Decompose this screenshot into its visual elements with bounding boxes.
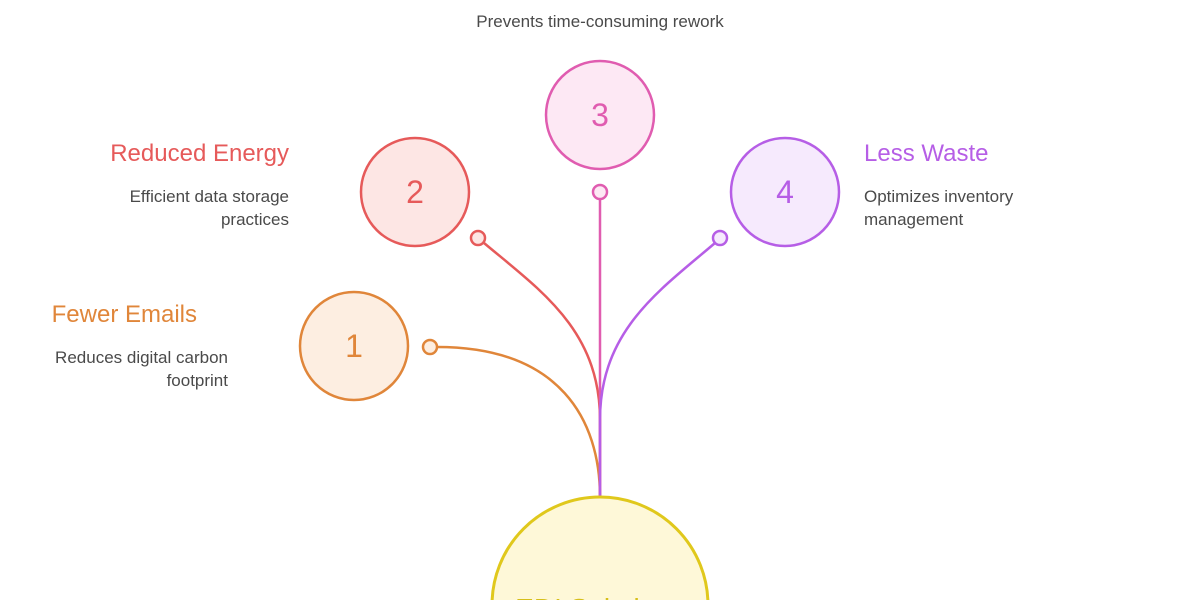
connector-endpoint-2	[469, 229, 487, 247]
node-circle-1	[298, 290, 410, 402]
node-1: 1	[298, 290, 410, 402]
item-1-description-line-2: footprint	[166, 371, 228, 390]
connector-1	[436, 345, 602, 498]
connector-4	[598, 242, 716, 497]
node-number-1: 1	[345, 328, 363, 364]
item-2-description: Efficient data storage practices	[69, 185, 289, 231]
item-3-description: Prevents time-consuming rework	[0, 12, 1200, 32]
item-1-description: Reduces digital carbon footprint	[8, 346, 228, 392]
item-1-description-line-1: Reduces digital carbon	[55, 348, 228, 367]
node-3: 3	[544, 59, 656, 171]
node-2: 2	[359, 136, 471, 248]
node-4: 4	[729, 136, 841, 248]
connector-endpoint-3	[591, 183, 609, 201]
item-4-description: Optimizes inventory management	[864, 185, 1084, 231]
item-4-description-line-2: management	[864, 210, 964, 229]
node-circle-2	[359, 136, 471, 248]
root-node-circle	[490, 495, 710, 600]
item-3-description-line-1: Prevents time-consuming rework	[476, 12, 724, 31]
item-1-title: Fewer Emails	[51, 301, 197, 328]
item-4-description-line-1: Optimizes inventory	[864, 187, 1014, 206]
connector-endpoint-1	[421, 338, 439, 356]
node-circle-4	[729, 136, 841, 248]
item-2-description-line-1: Efficient data storage	[129, 187, 289, 206]
root-node-label: EDI Solutions	[515, 593, 685, 600]
item-4-title: Less Waste	[864, 140, 989, 167]
connector-endpoint-4	[711, 229, 729, 247]
node-circle-3	[544, 59, 656, 171]
node-number-4: 4	[776, 174, 794, 210]
node-number-3: 3	[591, 97, 609, 133]
connector-2	[483, 242, 602, 497]
item-2-title: Reduced Energy	[110, 140, 289, 167]
item-2-description-line-2: practices	[220, 210, 289, 229]
node-number-2: 2	[406, 174, 424, 210]
